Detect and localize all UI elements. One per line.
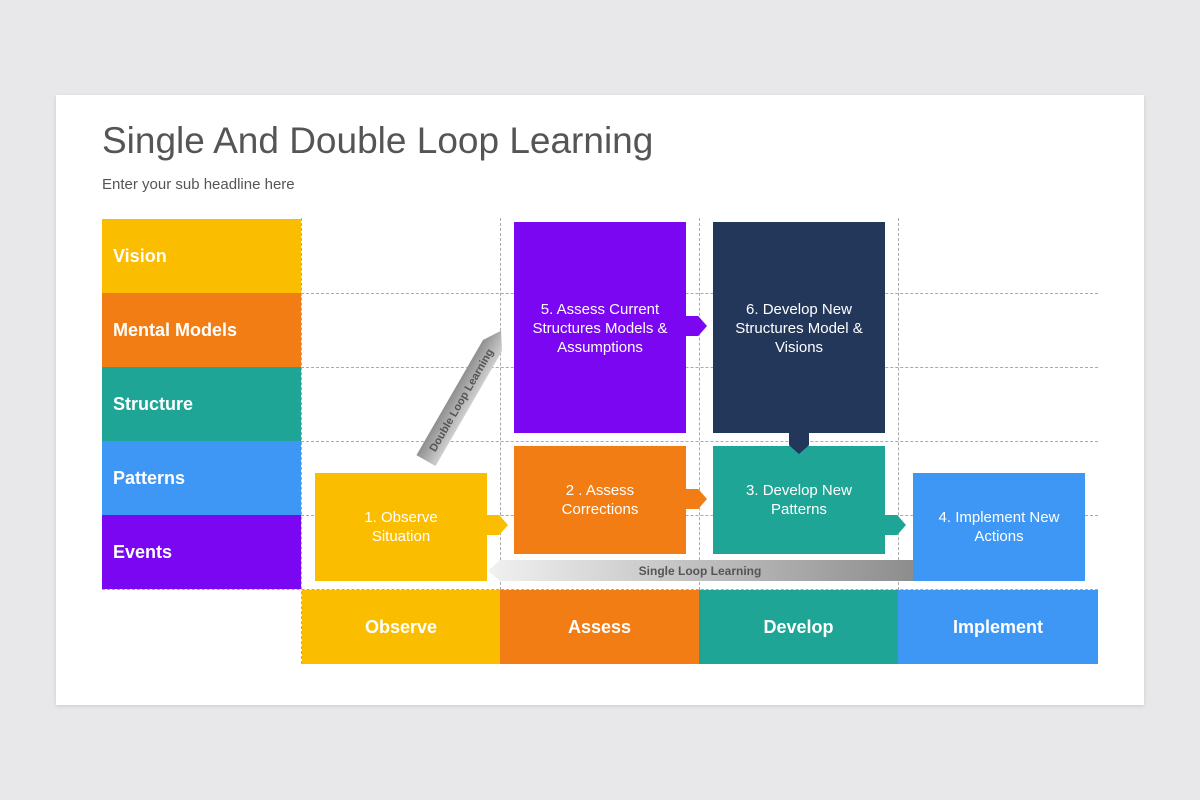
column-label: Observe (364, 616, 438, 637)
grid-hline (102, 589, 1098, 590)
single-loop-arrow (488, 560, 913, 581)
step-5-pointer (685, 316, 707, 336)
column-observe: Observe (302, 590, 500, 664)
single-loop-label: Single Loop Learning (639, 564, 762, 578)
step-1-pointer (486, 515, 508, 535)
row-structure: Structure (102, 367, 301, 441)
grid-hline (301, 441, 1098, 442)
step-label: 1. Observe Situation (364, 509, 438, 545)
grid-hline (301, 515, 1098, 516)
step-label: 4. Implement New Actions (938, 509, 1060, 545)
column-label: Develop (763, 616, 834, 637)
row-label: Patterns (113, 467, 186, 488)
step-1-observe-situation: 1. Observe Situation (315, 473, 487, 581)
step-label: 6. Develop New Structures Model & Vision… (735, 301, 863, 356)
step-6-develop-new-structures: 6. Develop New Structures Model & Vision… (713, 222, 885, 433)
step-5-assess-current-structures: 5. Assess Current Structures Models & As… (514, 222, 686, 433)
row-patterns: Patterns (102, 441, 301, 515)
row-events: Events (102, 515, 301, 589)
page-title: Single And Double Loop Learning (102, 120, 654, 161)
column-assess: Assess (500, 590, 699, 664)
row-label: Mental Models (113, 319, 238, 340)
step-3-develop-new-patterns: 3. Develop New Patterns (713, 446, 885, 554)
grid-vline (898, 218, 899, 590)
step-label: 2 . Assess Corrections (561, 482, 639, 518)
column-label: Assess (567, 616, 632, 637)
step-4-implement-new-actions: 4. Implement New Actions (913, 473, 1085, 581)
row-vision: Vision (102, 219, 301, 293)
row-label: Events (113, 541, 173, 562)
row-label: Structure (113, 393, 194, 414)
double-loop-arrow (416, 330, 503, 467)
grid-hline (301, 293, 1098, 294)
page-subtitle: Enter your sub headline here (102, 176, 295, 193)
column-develop: Develop (699, 590, 898, 664)
step-2-pointer (685, 489, 707, 509)
grid-vline (699, 218, 700, 590)
step-3-pointer (884, 515, 906, 535)
row-label: Vision (113, 245, 167, 266)
grid-vline (500, 218, 501, 590)
step-label: 3. Develop New Patterns (746, 482, 852, 518)
row-mental-models: Mental Models (102, 293, 301, 367)
step-6-pointer (789, 432, 809, 454)
grid-hline (301, 367, 1098, 368)
double-loop-label: Double Loop Learning (427, 347, 496, 454)
step-label: 5. Assess Current Structures Models & As… (532, 301, 668, 356)
column-label: Implement (952, 616, 1044, 637)
column-implement: Implement (898, 590, 1098, 664)
step-2-assess-corrections: 2 . Assess Corrections (514, 446, 686, 554)
